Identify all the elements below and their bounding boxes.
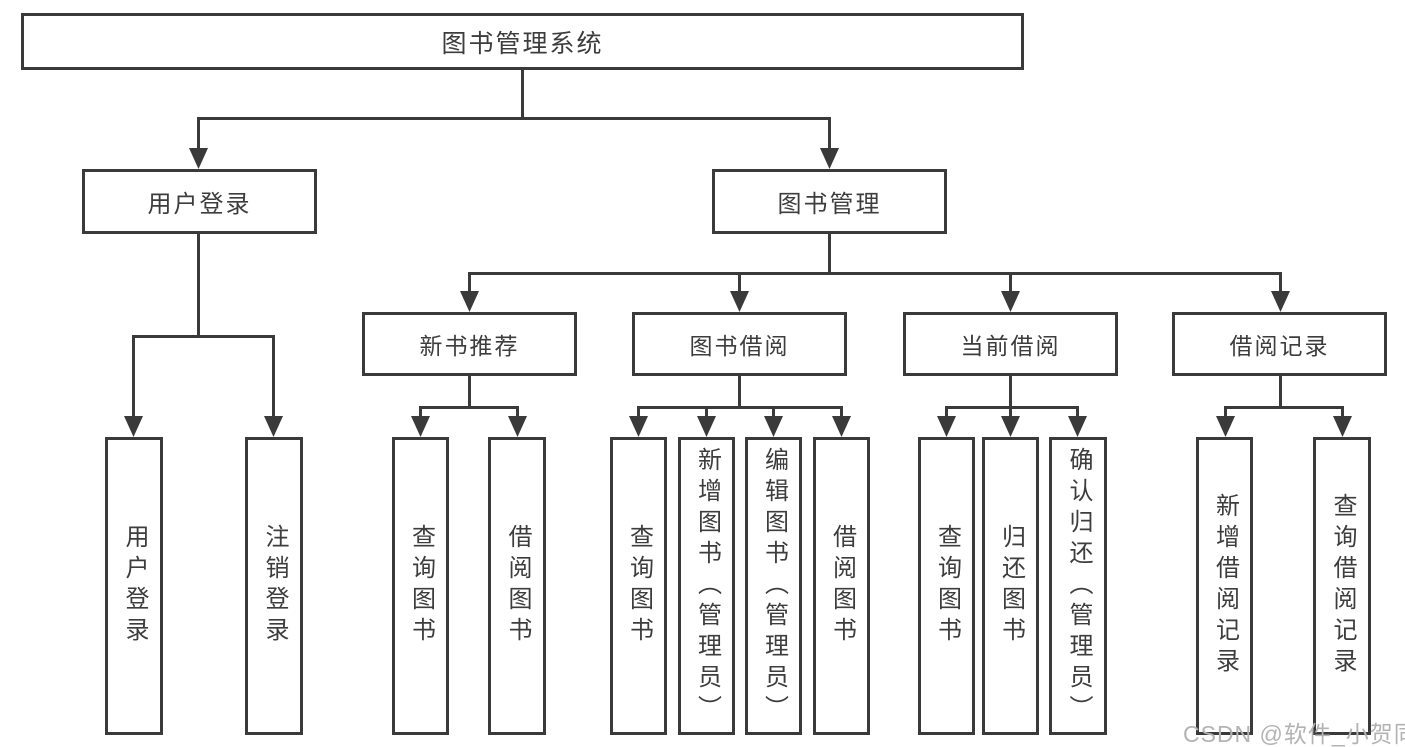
node-book-borrow-label: 图书借阅 xyxy=(689,333,790,359)
leaf-cb-confirm-return: 确认归还（管理员） xyxy=(1049,437,1107,735)
watermark: CSDN @软件_小贺同学 xyxy=(1183,721,1405,747)
arrowhead-new-books xyxy=(460,291,479,312)
node-current-borrow-label: 当前借阅 xyxy=(960,333,1061,359)
node-user-login: 用户登录 xyxy=(82,169,317,234)
node-borrow-records: 借阅记录 xyxy=(1172,312,1387,376)
arrowhead-borrow-records xyxy=(1271,291,1290,312)
leaf-nb-query-books-label: 查询图书 xyxy=(407,524,435,648)
connector-current-borrow-to-leaves xyxy=(945,376,1079,417)
arrowhead-br-query xyxy=(1333,416,1352,437)
arrowhead-nb-query xyxy=(411,416,430,437)
arrowhead-cb-confirm xyxy=(1068,416,1087,437)
arrowhead-br-add xyxy=(1216,416,1235,437)
connector-new-books-to-leaves xyxy=(419,376,519,417)
connector-user-login-to-leaves xyxy=(132,233,275,417)
arrowhead-leaf-logout xyxy=(264,416,283,437)
leaf-br-add-record-label: 新增借阅记录 xyxy=(1211,493,1239,679)
node-book-borrow: 图书借阅 xyxy=(632,312,847,376)
leaf-bb-add-books: 新增图书（管理员） xyxy=(678,437,735,735)
leaf-br-query-record-label: 查询借阅记录 xyxy=(1329,493,1356,679)
arrowhead-user-login xyxy=(189,148,208,169)
arrowhead-current-borrow xyxy=(1001,291,1020,312)
leaf-cb-return-books-label: 归还图书 xyxy=(997,524,1025,648)
leaf-bb-edit-books: 编辑图书（管理员） xyxy=(745,437,802,735)
leaf-nb-borrow-books-label: 借阅图书 xyxy=(504,524,531,648)
arrowhead-book-mgmt xyxy=(820,148,839,169)
leaf-cb-query-books: 查询图书 xyxy=(918,437,975,735)
connector-book-mgmt-to-level3 xyxy=(468,233,1282,292)
arrowhead-bb-borrow xyxy=(832,416,851,437)
leaf-bb-borrow-books-label: 借阅图书 xyxy=(828,524,856,648)
arrowhead-bb-edit xyxy=(764,416,783,437)
leaf-bb-query-books: 查询图书 xyxy=(610,437,667,735)
connector-borrow-records-to-leaves xyxy=(1224,376,1344,417)
leaf-cb-confirm-return-label: 确认归还（管理员） xyxy=(1065,446,1092,726)
arrowhead-nb-borrow xyxy=(508,416,527,437)
leaf-user-login-label: 用户登录 xyxy=(121,524,148,648)
node-borrow-records-label: 借阅记录 xyxy=(1229,333,1330,359)
arrowhead-leaf-user-login xyxy=(124,416,143,437)
node-root: 图书管理系统 xyxy=(21,13,1024,70)
arrowhead-cb-query xyxy=(937,416,956,437)
leaf-user-login: 用户登录 xyxy=(105,437,163,735)
leaf-br-add-record: 新增借阅记录 xyxy=(1196,437,1253,735)
node-root-label: 图书管理系统 xyxy=(441,29,604,58)
leaf-logout: 注销登录 xyxy=(245,437,303,735)
leaf-cb-query-books-label: 查询图书 xyxy=(933,524,961,648)
node-current-borrow: 当前借阅 xyxy=(903,312,1118,376)
connector-book-borrow-to-leaves xyxy=(637,376,843,417)
leaf-cb-return-books: 归还图书 xyxy=(982,437,1039,735)
arrowhead-book-borrow xyxy=(730,291,749,312)
leaf-bb-edit-books-label: 编辑图书（管理员） xyxy=(760,446,788,726)
leaf-nb-borrow-books: 借阅图书 xyxy=(488,437,546,735)
leaf-br-query-record: 查询借阅记录 xyxy=(1313,437,1371,735)
leaf-nb-query-books: 查询图书 xyxy=(392,437,449,735)
connector-root-to-level2 xyxy=(197,69,831,149)
leaf-logout-label: 注销登录 xyxy=(261,524,288,648)
node-book-mgmt-label: 图书管理 xyxy=(777,191,882,218)
leaf-bb-query-books-label: 查询图书 xyxy=(625,524,653,648)
node-book-mgmt: 图书管理 xyxy=(712,169,947,234)
arrowhead-bb-add xyxy=(697,416,716,437)
arrowhead-cb-return xyxy=(1001,416,1020,437)
node-user-login-label: 用户登录 xyxy=(147,191,252,218)
node-new-books: 新书推荐 xyxy=(362,312,577,376)
leaf-bb-add-books-label: 新增图书（管理员） xyxy=(693,446,721,726)
arrowhead-bb-query xyxy=(629,416,648,437)
leaf-bb-borrow-books: 借阅图书 xyxy=(813,437,870,735)
node-new-books-label: 新书推荐 xyxy=(419,333,520,359)
